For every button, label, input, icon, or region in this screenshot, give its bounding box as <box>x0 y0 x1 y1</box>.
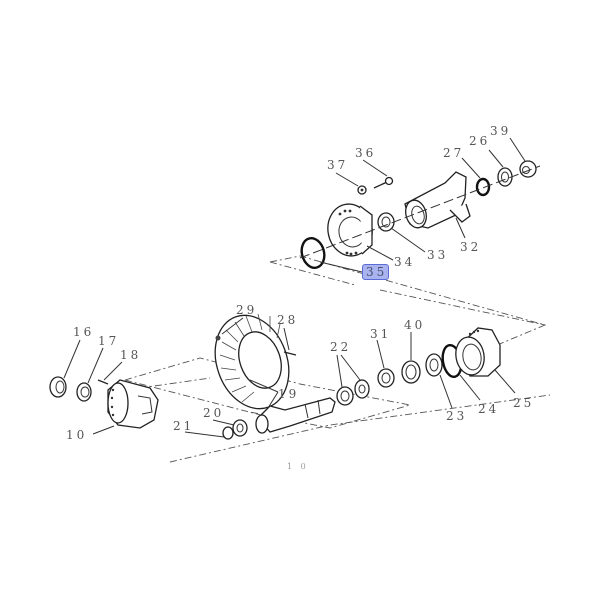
part-22-bearing-cone <box>354 379 370 399</box>
part-27-oring <box>475 177 491 197</box>
part-18-bolt <box>97 379 109 385</box>
part-19-29-crown-wheel <box>214 313 290 410</box>
callout-31[interactable]: 31 <box>370 327 392 341</box>
part-40-bearing-cup <box>401 360 421 384</box>
callout-10[interactable]: 10 <box>66 428 88 442</box>
assembly-boundary-lines <box>124 255 551 463</box>
callout-34[interactable]: 34 <box>394 255 416 269</box>
part-35-oring <box>300 237 326 269</box>
part-25-pinion-housing <box>455 327 501 377</box>
callout-35[interactable]: 35 <box>362 264 390 280</box>
part-19-pinion-shaft <box>255 397 336 434</box>
part-22-bearing-cup <box>336 386 354 406</box>
callout-40[interactable]: 40 <box>404 318 426 332</box>
part-28-bolt <box>283 351 297 356</box>
part-32-yoke <box>404 171 471 229</box>
callout-25[interactable]: 25 <box>513 396 535 410</box>
part-20-bearing <box>232 419 248 437</box>
part-26-seal <box>497 167 513 187</box>
lower-assembly <box>49 313 501 440</box>
callout-29[interactable]: 29 <box>236 303 258 317</box>
callout-37[interactable]: 37 <box>327 158 349 172</box>
callout-26[interactable]: 26 <box>469 134 491 148</box>
upper-assembly <box>299 160 541 269</box>
callout-39[interactable]: 39 <box>490 124 512 138</box>
callout-22[interactable]: 22 <box>330 340 352 354</box>
callout-17[interactable]: 17 <box>98 334 120 348</box>
callout-19[interactable]: 19 <box>278 387 300 401</box>
callout-36[interactable]: 36 <box>355 146 377 160</box>
part-36-bolt <box>373 176 394 189</box>
part-34-flange <box>327 203 373 257</box>
callout-28[interactable]: 28 <box>277 313 299 327</box>
part-31-spacer <box>377 368 395 388</box>
callout-18[interactable]: 18 <box>120 348 142 362</box>
part-21-nut <box>222 426 234 440</box>
footer-fragment: 1 0 <box>287 462 309 471</box>
callout-23[interactable]: 23 <box>446 409 468 423</box>
callout-20[interactable]: 20 <box>203 406 225 420</box>
callout-24[interactable]: 24 <box>478 402 500 416</box>
callout-33[interactable]: 33 <box>427 248 449 262</box>
part-10-differential-case <box>107 379 159 429</box>
callout-32[interactable]: 32 <box>460 240 482 254</box>
part-23-bearing-cone <box>425 353 443 377</box>
callout-21[interactable]: 21 <box>173 419 195 433</box>
leader-lines <box>63 137 526 438</box>
callout-27[interactable]: 27 <box>443 146 465 160</box>
callout-16[interactable]: 16 <box>73 325 95 339</box>
